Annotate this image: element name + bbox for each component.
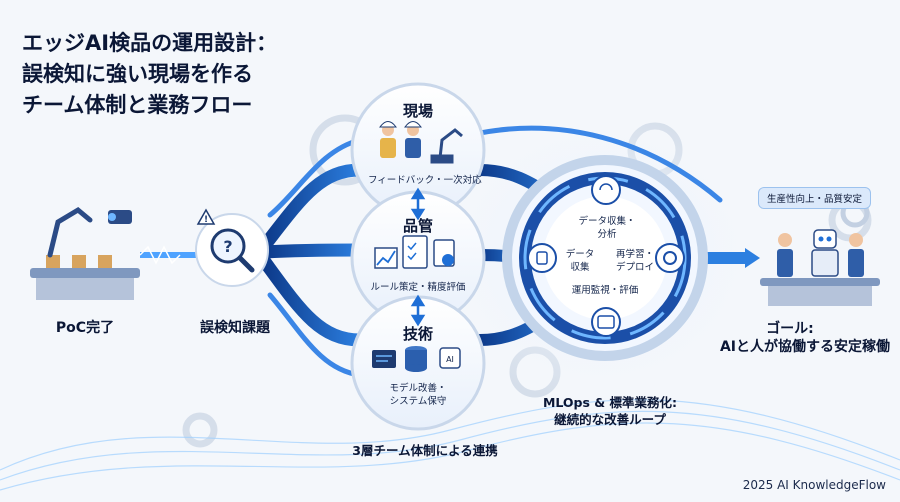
loop-data-line2: 収集 [570,262,590,273]
goal-label-1: ゴール: [766,321,814,337]
svg-text:?: ? [223,237,232,256]
team-tech-title: 技術 [402,325,433,343]
loop-monitor: 運用監視・評価 [571,285,639,296]
magnifier-question-icon: ? ! [195,208,269,287]
loop-collect-line2: 分析 [597,229,617,240]
team-site-title: 現場 [402,102,433,120]
robot-arm-icon [430,128,463,164]
mlops-loop-ring [502,155,708,361]
mlops-caption-2: 継続的な改善ループ [554,412,666,427]
mlops-caption-1: MLOps & 標準業務化: [542,395,678,410]
title-line-3: チーム体制と業務フロー [22,93,253,117]
team-site-desc: フィードバック・一次対応 [368,175,482,186]
flow-arrows-to-teams [258,137,367,378]
svg-text:!: ! [204,215,208,225]
page-title: エッジAI検品の運用設計： 誤検知に強い現場を作る チーム体制と業務フロー [22,28,322,121]
loop-retrain-line2: デプロイ [615,262,654,273]
team-tech-desc-2: システム保守 [389,396,447,407]
title-line-1: エッジAI検品の運用設計： [22,31,278,55]
poc-label: PoC完了 [55,320,115,336]
loop-collect-line1: データ収集・ [578,216,636,227]
loop-data-line1: データ [565,249,595,260]
footer-credit: 2025 AI KnowledgeFlow [742,478,886,492]
light-wave [0,399,900,491]
loop-retrain-line1: 再学習・ [615,249,654,260]
goal-label-2: AIと人が協働する安定稼働 [719,339,891,355]
quality-icons [374,235,455,269]
team-qa-title: 品管 [402,217,433,235]
team-tech-desc-1: モデル改善・ [389,383,447,394]
issue-label: 誤検知課題 [200,320,270,336]
factory-conveyor-icon [30,206,140,300]
team-qa-desc: ルール策定・精度評価 [370,282,466,293]
title-line-2: 誤検知に強い現場を作る [22,62,253,86]
teams-caption: 3層チーム体制による連携 [352,443,498,458]
ai-chip-label: AI [446,355,454,364]
goal-factory-icon [760,198,880,306]
tech-icons [372,346,461,372]
loop-node-icons [527,175,685,337]
workers-icon [379,121,422,158]
team-link-arrows [410,187,426,327]
goal-badge: 生産性向上・品質安定 [758,187,872,209]
